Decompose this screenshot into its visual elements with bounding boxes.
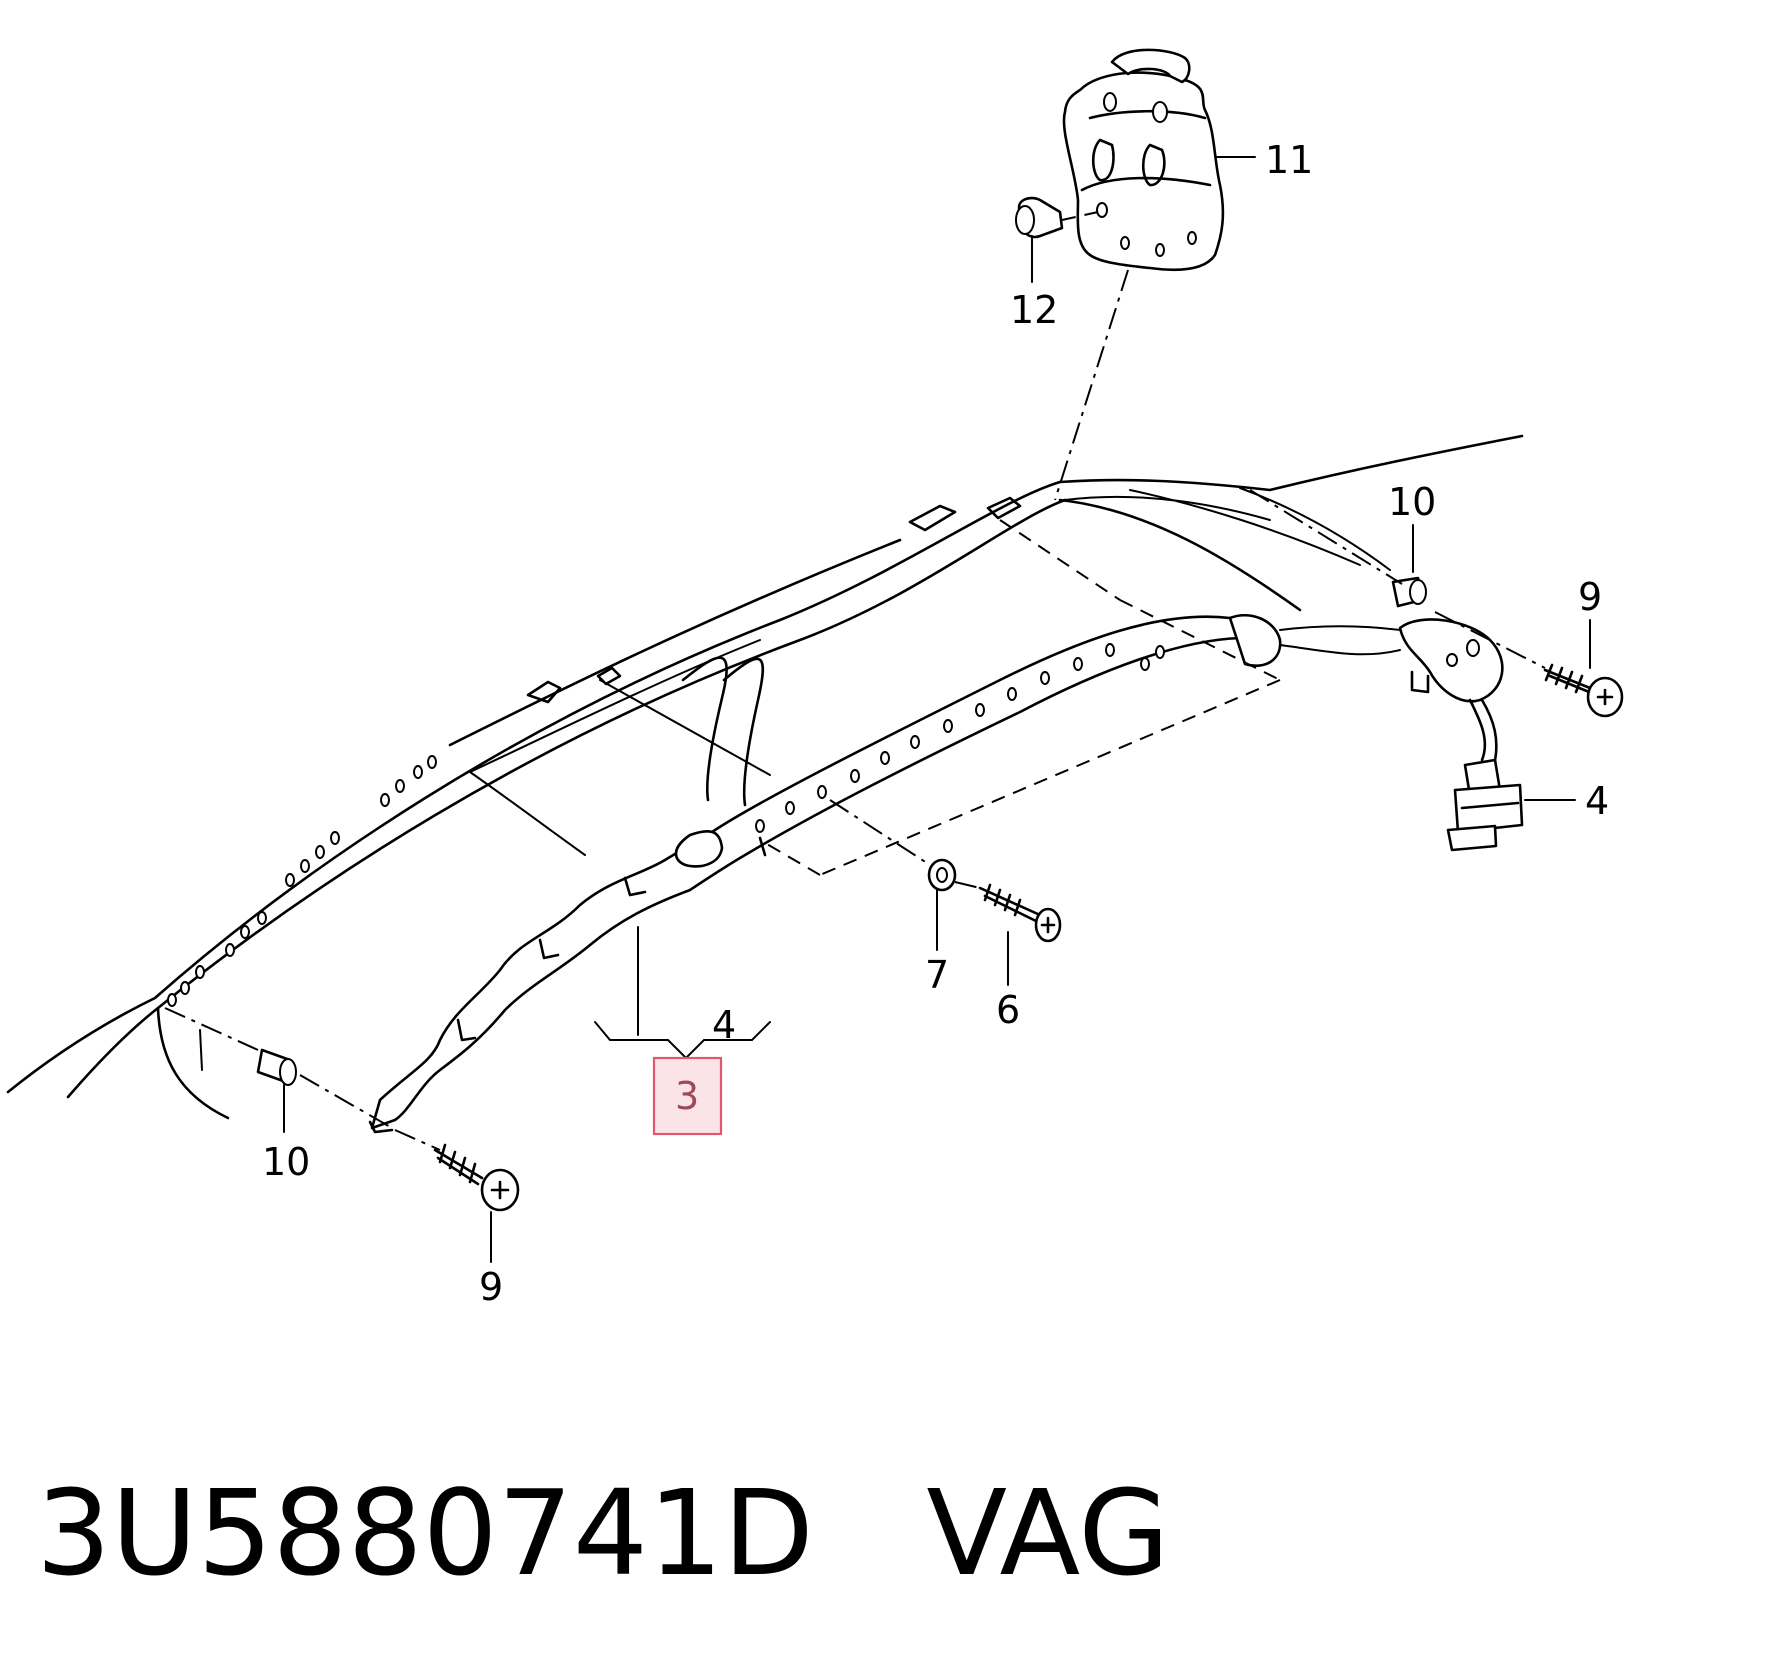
callout-6: 6	[996, 988, 1020, 1032]
screw-9-right	[1543, 663, 1624, 718]
highlight-box	[652, 1056, 723, 1136]
callout-3: 3	[675, 1074, 699, 1118]
roof-body-outline	[6, 434, 1524, 1120]
roof-rail-holes	[167, 496, 1022, 1007]
callout-9-right: 9	[1578, 575, 1602, 619]
connector-harness	[1446, 698, 1524, 852]
caption-separator	[814, 1464, 927, 1602]
callout-10-left: 10	[262, 1140, 310, 1184]
part-number-caption: 3U5880741D VAG	[36, 1468, 1736, 1598]
assembly-lines	[164, 269, 1546, 1151]
screw-9-left	[433, 1143, 520, 1212]
brand-name: VAG	[926, 1464, 1170, 1602]
callout-10-right: 10	[1388, 480, 1436, 524]
washer-7	[927, 858, 957, 892]
clip-12	[1015, 196, 1099, 239]
screw-6	[978, 883, 1062, 943]
clip-10-left	[256, 1048, 297, 1086]
highlighted-callout-3: 3	[652, 1056, 723, 1136]
part-number: 3U5880741D	[36, 1464, 814, 1602]
callout-4-right: 4	[1585, 779, 1609, 823]
clip-10-right	[1391, 576, 1427, 608]
callout-7: 7	[925, 953, 949, 997]
leader-lines	[283, 156, 1591, 1263]
callout-12: 12	[1010, 288, 1058, 332]
curtain-airbag	[368, 613, 1504, 1134]
callout-9-left: 9	[479, 1265, 503, 1309]
callout-11: 11	[1265, 138, 1313, 182]
callout-4-bracket: 4	[712, 1003, 736, 1047]
grab-handle-bracket	[1062, 48, 1225, 272]
